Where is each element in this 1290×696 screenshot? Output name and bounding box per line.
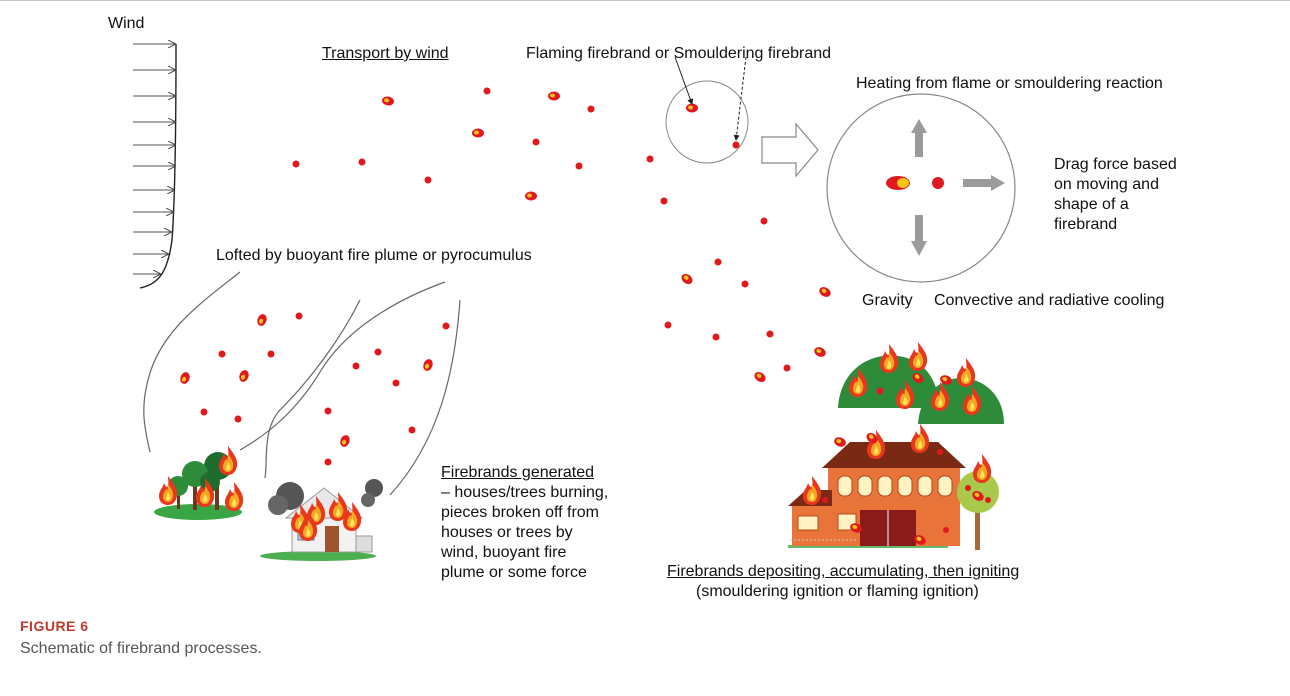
transport-label: Transport by wind — [322, 45, 449, 62]
generated-label: Firebrands generated – houses/trees burn… — [441, 464, 609, 581]
wind-arrows — [133, 44, 175, 274]
plume-outlines — [143, 271, 461, 496]
inspection-circle — [665, 56, 749, 164]
drag-label: Drag force based on moving and shape of … — [1054, 156, 1177, 233]
depositing-subtitle: (smouldering ignition or flaming ignitio… — [696, 583, 979, 600]
burning-trees-left — [154, 446, 244, 520]
burning-house-right — [788, 424, 999, 550]
heating-label: Heating from flame or smouldering reacti… — [856, 75, 1163, 92]
wind-label: Wind — [108, 15, 145, 32]
zoom-arrow — [761, 122, 819, 178]
airborne-firebrands — [178, 87, 833, 466]
cooling-label: Convective and radiative cooling — [934, 292, 1165, 309]
figure-label: FIGURE 6 — [20, 618, 89, 634]
lofted-label: Lofted by buoyant fire plume or pyrocumu… — [216, 247, 532, 264]
gravity-label: Gravity — [862, 292, 913, 309]
figure-caption: Schematic of firebrand processes. — [20, 640, 262, 657]
force-diagram — [826, 93, 1016, 283]
burning-bushes-right — [838, 342, 1004, 424]
firebrand-type-label: Flaming firebrand or Smouldering firebra… — [526, 45, 832, 62]
burning-house-left — [260, 479, 383, 561]
wind-profile — [133, 44, 177, 289]
top-rule — [0, 0, 1290, 1]
depositing-title: Firebrands depositing, accumulating, the… — [667, 563, 1020, 580]
